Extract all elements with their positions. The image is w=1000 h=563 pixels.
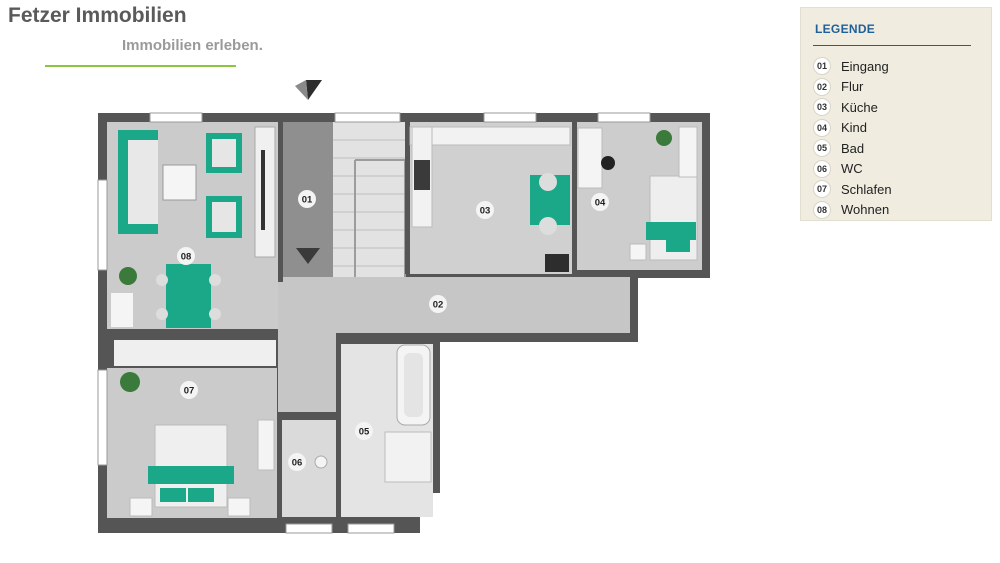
room-stairs <box>333 122 405 279</box>
legend-item: 08 Wohnen <box>813 200 892 221</box>
room-marker-08: 08 <box>177 247 195 265</box>
legend-label: Eingang <box>841 58 889 74</box>
legend-item: 06 WC <box>813 159 892 180</box>
north-arrow-icon <box>306 80 322 100</box>
brand-tagline: Immobilien erleben. <box>122 37 263 54</box>
room-marker-02: 02 <box>429 295 447 313</box>
legend-title: LEGENDE <box>815 22 876 36</box>
legend-label: Bad <box>841 140 865 156</box>
svg-text:02: 02 <box>433 300 444 311</box>
legend-list: 01 Eingang 02 Flur 03 Küche 04 Kind 05 Bad 06… <box>813 56 892 220</box>
room-wc <box>282 420 337 517</box>
legend-item: 07 Schlafen <box>813 179 892 200</box>
svg-text:05: 05 <box>359 427 370 438</box>
legend-item: 05 Bad <box>813 138 892 159</box>
legend-number: 02 <box>813 77 831 96</box>
svg-text:04: 04 <box>595 198 606 209</box>
legend-panel: LEGENDE 01 Eingang 02 Flur 03 Küche 04 Kind … <box>800 7 992 221</box>
room-marker-05: 05 <box>355 422 373 440</box>
brand-title: Fetzer Immobilien <box>8 4 187 27</box>
legend-number: 04 <box>813 118 831 137</box>
legend-label: Kind <box>841 120 868 136</box>
svg-text:07: 07 <box>184 386 195 397</box>
legend-number: 05 <box>813 139 831 158</box>
room-marker-06: 06 <box>288 453 306 471</box>
legend-divider <box>813 45 971 46</box>
legend-number: 01 <box>813 57 831 76</box>
room-marker-01: 01 <box>298 190 316 208</box>
legend-label: Flur <box>841 79 864 95</box>
room-marker-04: 04 <box>591 193 609 211</box>
svg-text:06: 06 <box>292 458 303 469</box>
legend-item: 01 Eingang <box>813 56 892 77</box>
legend-label: Küche <box>841 99 878 115</box>
svg-text:03: 03 <box>480 206 491 217</box>
legend-number: 06 <box>813 159 831 178</box>
legend-label: WC <box>841 161 863 177</box>
svg-text:01: 01 <box>302 195 313 206</box>
legend-item: 03 Küche <box>813 97 892 118</box>
legend-label: Schlafen <box>841 181 892 197</box>
brand-underline <box>45 65 236 67</box>
legend-item: 02 Flur <box>813 77 892 98</box>
svg-text:08: 08 <box>181 252 192 263</box>
room-flur <box>278 277 630 333</box>
room-marker-07: 07 <box>180 381 198 399</box>
room-marker-03: 03 <box>476 201 494 219</box>
legend-number: 03 <box>813 98 831 117</box>
legend-number: 08 <box>813 200 831 219</box>
legend-number: 07 <box>813 180 831 199</box>
legend-item: 04 Kind <box>813 118 892 139</box>
legend-label: Wohnen <box>841 202 890 218</box>
